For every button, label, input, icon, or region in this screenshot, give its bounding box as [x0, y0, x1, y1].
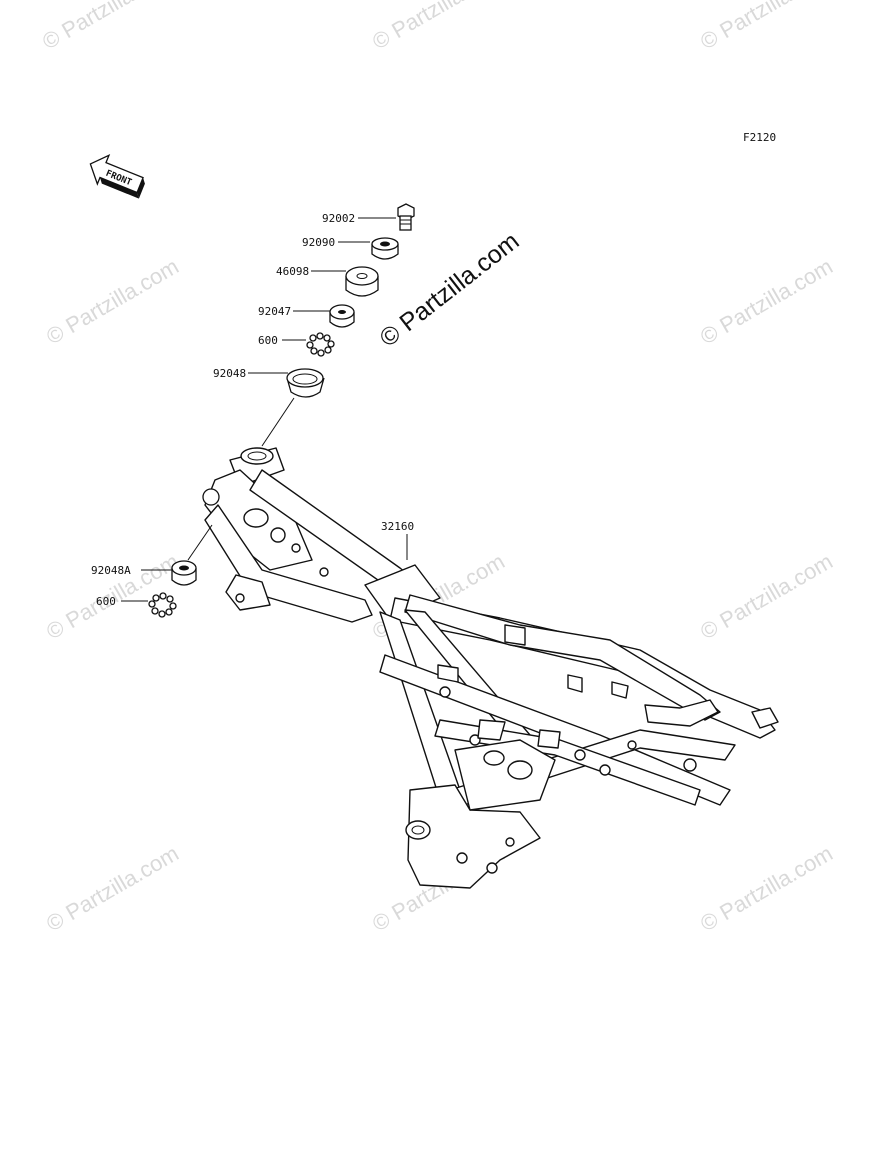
- part-46098[interactable]: 46098: [276, 265, 379, 297]
- part-number-92048A[interactable]: 92048A: [91, 564, 131, 577]
- watermark: © Partzilla.com: [42, 841, 183, 937]
- watermark: © Partzilla.com: [38, 0, 179, 54]
- part-600-lower[interactable]: 600: [96, 592, 177, 618]
- damper-icon: [345, 266, 379, 297]
- front-arrow-icon: FRONT: [89, 153, 145, 199]
- part-number-600-upper[interactable]: 600: [258, 334, 278, 347]
- ball-bearing-icon: [306, 332, 335, 357]
- part-92048A[interactable]: 92048A: [91, 524, 213, 586]
- lower-bearing-cup-icon: [171, 560, 197, 586]
- watermark: © Partzilla.com: [696, 549, 837, 645]
- collar-icon: [329, 304, 355, 328]
- part-92090[interactable]: 92090: [302, 236, 399, 260]
- part-number-92090[interactable]: 92090: [302, 236, 335, 249]
- part-92047[interactable]: 92047: [258, 304, 355, 328]
- watermark: © Partzilla.com: [696, 0, 837, 54]
- part-number-92002[interactable]: 92002: [322, 212, 355, 225]
- watermark: © Partzilla.com: [42, 254, 183, 350]
- part-32160[interactable]: 32160: [202, 447, 779, 889]
- part-600-upper[interactable]: 600: [258, 332, 335, 357]
- diagram-code: F2120: [743, 131, 776, 144]
- watermark: © Partzilla.com: [696, 254, 837, 350]
- part-number-32160[interactable]: 32160: [381, 520, 414, 533]
- part-number-600-lower[interactable]: 600: [96, 595, 116, 608]
- part-number-92048[interactable]: 92048: [213, 367, 246, 380]
- part-number-46098[interactable]: 46098: [276, 265, 309, 278]
- nut-icon: [371, 237, 399, 260]
- part-92002[interactable]: 92002: [322, 203, 415, 231]
- lower-ball-bearing-icon: [148, 592, 177, 618]
- bolt-icon: [397, 203, 415, 231]
- part-number-92047[interactable]: 92047: [258, 305, 291, 318]
- watermark: © Partzilla.com: [368, 0, 509, 54]
- part-92048[interactable]: 92048: [213, 367, 325, 447]
- frame-drawing: [202, 447, 779, 889]
- bearing-cup-icon: [286, 368, 325, 398]
- watermark: © Partzilla.com: [696, 841, 837, 937]
